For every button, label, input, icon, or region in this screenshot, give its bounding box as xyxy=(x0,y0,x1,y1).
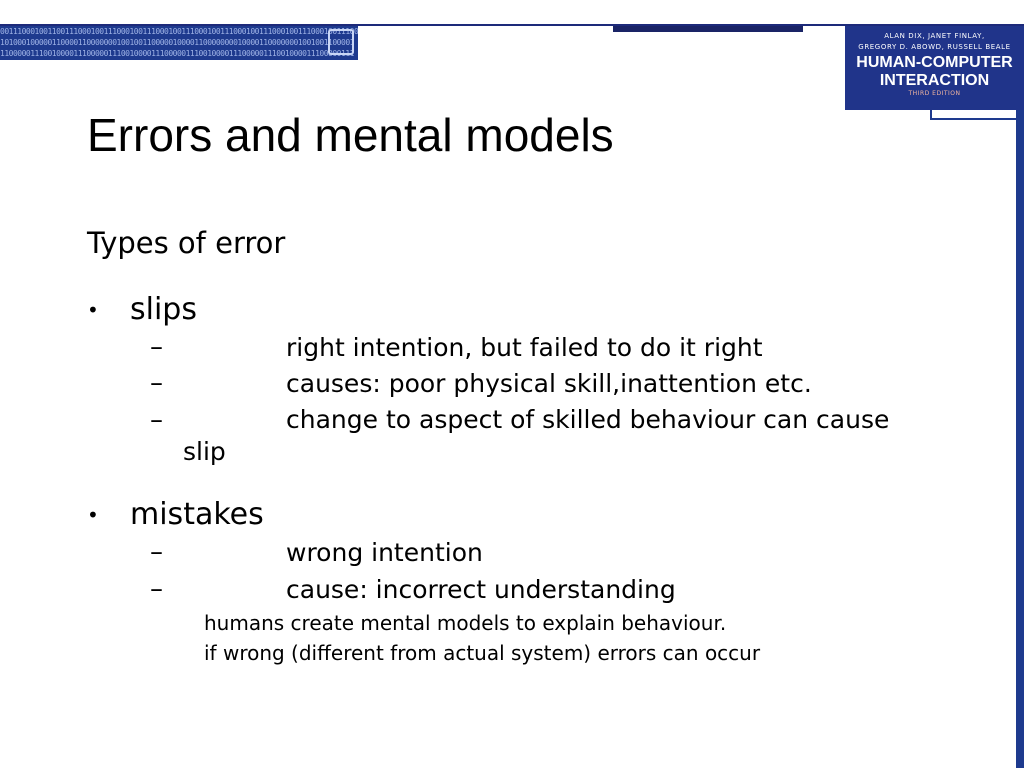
badge-ledge xyxy=(930,110,1024,120)
sub-bullet: wrong intention xyxy=(286,538,483,567)
subheading: Types of error xyxy=(87,226,286,260)
binary-row: 0011100010011001110001001110001001110001… xyxy=(0,27,358,36)
book-title-line1: HUMAN-COMPUTER xyxy=(856,54,1013,71)
dash-icon: – xyxy=(150,574,163,604)
chip-icon xyxy=(328,29,354,55)
sub-bullet-continuation: slip xyxy=(183,437,226,466)
binary-row: 1010001000001100001100000001001001100000… xyxy=(0,38,354,47)
book-authors: ALAN DIX, JANET FINLAY, GREGORY D. ABOWD… xyxy=(845,31,1024,53)
header-rule xyxy=(0,24,1024,26)
book-edition: THIRD EDITION xyxy=(908,90,961,97)
bullet-dot-icon: • xyxy=(87,503,99,527)
slide-title: Errors and mental models xyxy=(87,109,614,161)
dash-icon: – xyxy=(150,332,163,362)
bullet-label: slips xyxy=(130,292,197,327)
right-edge-strip xyxy=(1016,110,1024,768)
dash-icon: – xyxy=(150,368,163,398)
sub-bullet: causes: poor physical skill,inattention … xyxy=(286,369,812,398)
dash-icon: – xyxy=(150,405,163,435)
dash-icon: – xyxy=(150,537,163,567)
book-authors-line1: ALAN DIX, JANET FINLAY, xyxy=(884,32,985,40)
book-authors-line2: GREGORY D. ABOWD, RUSSELL BEALE xyxy=(858,43,1011,51)
sub-bullet: change to aspect of skilled behaviour ca… xyxy=(286,405,890,434)
book-cover-badge: ALAN DIX, JANET FINLAY, GREGORY D. ABOWD… xyxy=(845,26,1024,110)
note-line: if wrong (different from actual system) … xyxy=(204,641,761,665)
bullet-label: mistakes xyxy=(130,497,264,532)
book-title-line2: INTERACTION xyxy=(879,72,990,89)
sub-bullet: cause: incorrect understanding xyxy=(286,575,676,604)
binary-row: 1100000111001000011100000111001000011100… xyxy=(0,49,354,58)
note-line: humans create mental models to explain b… xyxy=(204,611,727,635)
bullet-dot-icon: • xyxy=(87,298,99,322)
header-accent-bar xyxy=(613,26,803,32)
binary-banner: 0011100010011001110001001110001001110001… xyxy=(0,26,358,60)
sub-bullet: right intention, but failed to do it rig… xyxy=(286,333,763,362)
